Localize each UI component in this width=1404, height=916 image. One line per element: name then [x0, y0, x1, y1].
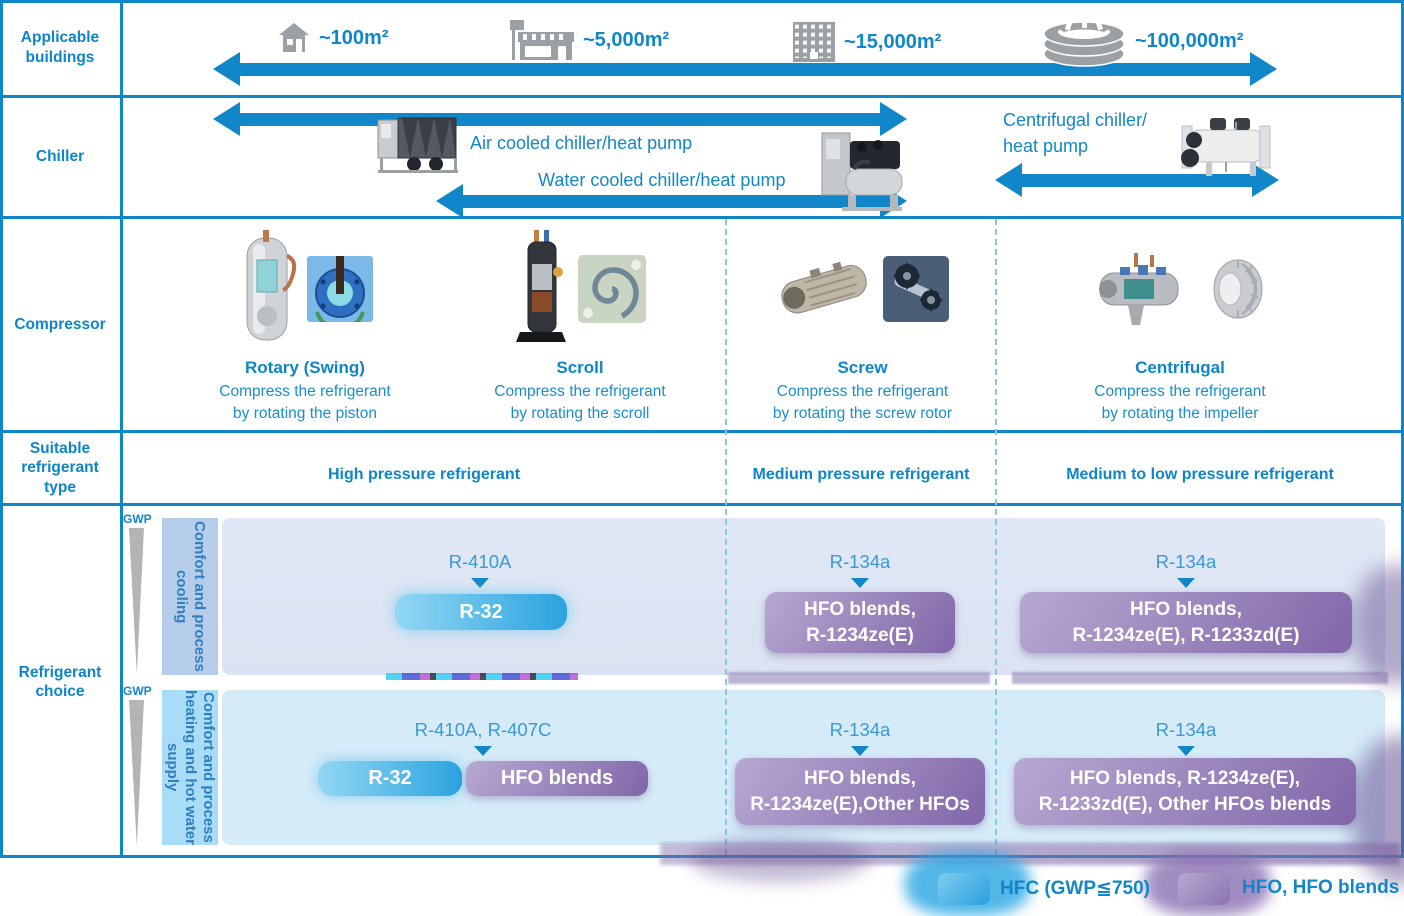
screw-compressor-detail-image	[882, 256, 949, 322]
water-cooled-range-arrow	[436, 184, 907, 218]
transition-arrow-icon	[1177, 578, 1195, 588]
compressor-centrifugal-images	[1094, 226, 1266, 352]
house-icon	[279, 23, 309, 52]
row-header-applicable-buildings: Applicable buildings	[20, 29, 100, 66]
current-refrigerant-label: R-410A	[448, 551, 512, 572]
building-size-label: ~5,000m²	[583, 28, 670, 51]
category-cooling: Comfort and process cooling	[162, 518, 218, 675]
refrigerant-type-medium-low: Medium to low pressure refrigerant	[1066, 466, 1334, 483]
transition-arrow-icon	[474, 746, 492, 756]
compressor-rotary-images	[237, 226, 373, 352]
refrigerant-type-high: High pressure refrigerant	[327, 466, 521, 483]
rotary-compressor-detail-image	[307, 256, 373, 322]
building-size-label: ~100,000m²	[1135, 29, 1244, 52]
row-header-chiller: Chiller	[35, 148, 85, 166]
compressor-name: Screw	[837, 358, 888, 377]
air-cooled-chiller-image	[377, 117, 458, 173]
centrifugal-compressor-cutaway-image	[1099, 253, 1179, 325]
scroll-compressor-detail-image	[578, 255, 646, 323]
render-artifact	[660, 843, 1400, 865]
screw-compressor-cutaway-image	[780, 261, 867, 314]
current-refrigerant-label: R-134a	[829, 719, 891, 740]
gwp-scale-wedge	[129, 700, 144, 846]
legend-swatch-hfo	[1178, 873, 1230, 905]
transition-arrow-icon	[851, 746, 869, 756]
impeller-image	[1213, 259, 1263, 319]
current-refrigerant-label: R-410A, R-407C	[414, 719, 552, 740]
row-header-suitable-refrigerant-type: Suitable refrigerant type	[21, 439, 99, 496]
transition-arrow-icon	[471, 578, 489, 588]
compressor-screw-images	[777, 226, 949, 352]
buildings-range-arrow	[213, 52, 1277, 86]
centrifugal-chiller-label: Centrifugal chiller/	[1003, 110, 1148, 130]
category-heating: Comfort and process heating and hot wate…	[162, 690, 218, 845]
scroll-compressor-cutaway-image	[516, 230, 566, 342]
rotary-compressor-cutaway-image	[246, 230, 297, 341]
row-header-refrigerant-choice: Refrigerant choice	[18, 663, 102, 700]
building-item-shop: ~5,000m²	[508, 20, 669, 60]
row-divider	[0, 503, 1404, 506]
building-item-office: ~15,000m²	[793, 22, 941, 62]
gwp-axis-label: GWP	[123, 512, 152, 526]
refrigerant-badge-hfo-blends: HFO blends, R-1234ze(E), R-1233zd(E), Ot…	[1014, 758, 1356, 825]
current-refrigerant-label: R-134a	[1155, 551, 1217, 572]
row-divider	[0, 95, 1404, 98]
current-refrigerant-label: R-134a	[829, 551, 891, 572]
transition-arrow-icon	[851, 578, 869, 588]
refrigerant-badge-hfo-blends: HFO blends	[466, 761, 648, 796]
legend-label-hfc: HFC (GWP≦750)	[1000, 878, 1150, 899]
air-cooled-chiller-label: Air cooled chiller/heat pump	[470, 133, 693, 153]
refrigerant-badge-r32: R-32	[318, 761, 462, 796]
refrigerant-badge-hfo-blends: HFO blends, R-1234ze(E),Other HFOs	[735, 758, 985, 825]
gwp-axis-label: GWP	[123, 684, 152, 698]
column-dashed-divider	[995, 219, 997, 855]
column-dashed-divider	[725, 219, 727, 855]
legend-swatch-hfc	[938, 873, 990, 905]
office-building-icon	[793, 22, 835, 62]
row-divider	[0, 430, 1404, 433]
refrigerant-badge-hfo-blends: HFO blends, R-1234ze(E), R-1233zd(E)	[1020, 592, 1352, 653]
building-item-stadium: ~100,000m²	[1042, 14, 1243, 68]
current-refrigerant-label: R-134a	[1155, 719, 1217, 740]
header-column-divider	[120, 0, 123, 858]
centrifugal-chiller-label-line2: heat pump	[1003, 136, 1089, 156]
air-cooled-range-arrow	[213, 102, 907, 136]
category-cooling-label: Comfort and process cooling	[173, 521, 208, 672]
centrifugal-chiller-image	[1181, 118, 1271, 176]
compressor-scroll-images	[514, 226, 646, 352]
row-header-compressor: Compressor	[14, 315, 106, 333]
refrigerant-badge-hfo-blends: HFO blends, R-1234ze(E)	[765, 592, 955, 653]
water-cooled-chiller-image	[821, 132, 903, 211]
building-size-label: ~15,000m²	[844, 30, 942, 53]
stadium-icon	[1043, 20, 1125, 67]
transition-arrow-icon	[1177, 746, 1195, 756]
shop-icon	[510, 20, 574, 60]
gwp-scale-wedge	[129, 528, 144, 674]
refrigerant-badge-r32: R-32	[395, 594, 567, 630]
water-cooled-chiller-label: Water cooled chiller/heat pump	[538, 170, 786, 190]
compressor-name: Centrifugal	[1135, 358, 1225, 377]
building-size-label: ~100m²	[319, 26, 389, 49]
category-heating-label: Comfort and process heating and hot wate…	[164, 690, 217, 846]
compressor-name: Rotary (Swing)	[245, 358, 365, 377]
centrifugal-range-arrow	[995, 163, 1279, 197]
refrigerant-type-medium: Medium pressure refrigerant	[752, 466, 970, 483]
legend-label-hfo: HFO, HFO blends	[1242, 877, 1400, 898]
row-divider	[0, 216, 1404, 219]
building-item-house: ~100m²	[278, 22, 389, 54]
compressor-name: Scroll	[556, 358, 604, 377]
